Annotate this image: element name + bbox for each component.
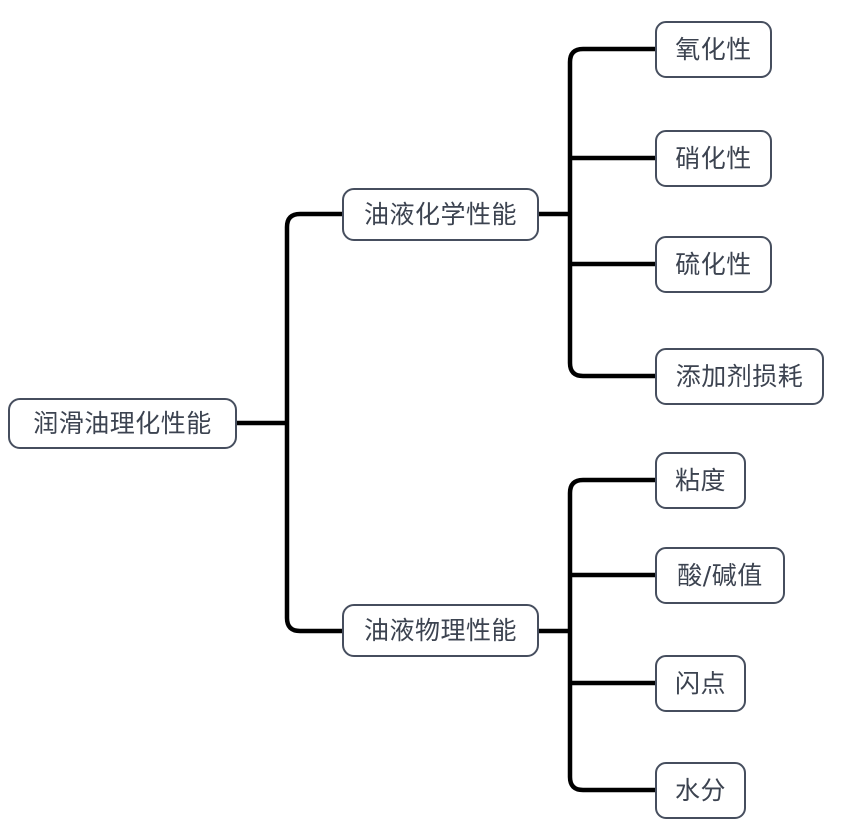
- node-root[interactable]: 润滑油理化性能: [8, 398, 237, 449]
- node-branch-physical-label: 油液物理性能: [363, 616, 517, 645]
- trunk-to-branch-1: [284, 211, 342, 423]
- branch-2-to-leaf-5: [567, 477, 655, 631]
- node-leaf-viscosity-label: 粘度: [674, 466, 726, 495]
- node-leaf-nitration-label: 硝化性: [675, 144, 752, 173]
- node-leaf-viscosity[interactable]: 粘度: [655, 452, 746, 509]
- node-leaf-flash-point-label: 闪点: [674, 669, 726, 698]
- node-branch-chemical-label: 油液化学性能: [363, 200, 517, 229]
- node-leaf-sulfation-label: 硫化性: [675, 250, 752, 279]
- node-leaf-oxidation[interactable]: 氧化性: [655, 21, 772, 78]
- node-leaf-nitration[interactable]: 硝化性: [655, 130, 772, 187]
- branch-1-to-leaf-1: [567, 46, 655, 214]
- branch-2-to-leaf-8: [567, 631, 655, 793]
- node-branch-chemical[interactable]: 油液化学性能: [342, 188, 539, 241]
- node-leaf-acid-base-number-label: 酸/碱值: [677, 561, 763, 590]
- node-leaf-water-content-label: 水分: [674, 776, 726, 805]
- trunk-to-branch-2: [284, 423, 342, 634]
- node-leaf-sulfation[interactable]: 硫化性: [655, 236, 772, 293]
- node-leaf-acid-base-number[interactable]: 酸/碱值: [655, 547, 785, 604]
- node-leaf-additive-depletion[interactable]: 添加剂损耗: [655, 348, 824, 405]
- node-branch-physical[interactable]: 油液物理性能: [342, 604, 539, 657]
- node-leaf-oxidation-label: 氧化性: [675, 35, 752, 64]
- branch-1-to-leaf-4: [567, 214, 655, 379]
- node-root-label: 润滑油理化性能: [33, 409, 212, 438]
- node-leaf-additive-depletion-label: 添加剂损耗: [675, 362, 804, 391]
- node-leaf-flash-point[interactable]: 闪点: [655, 655, 746, 712]
- node-leaf-water-content[interactable]: 水分: [655, 762, 746, 819]
